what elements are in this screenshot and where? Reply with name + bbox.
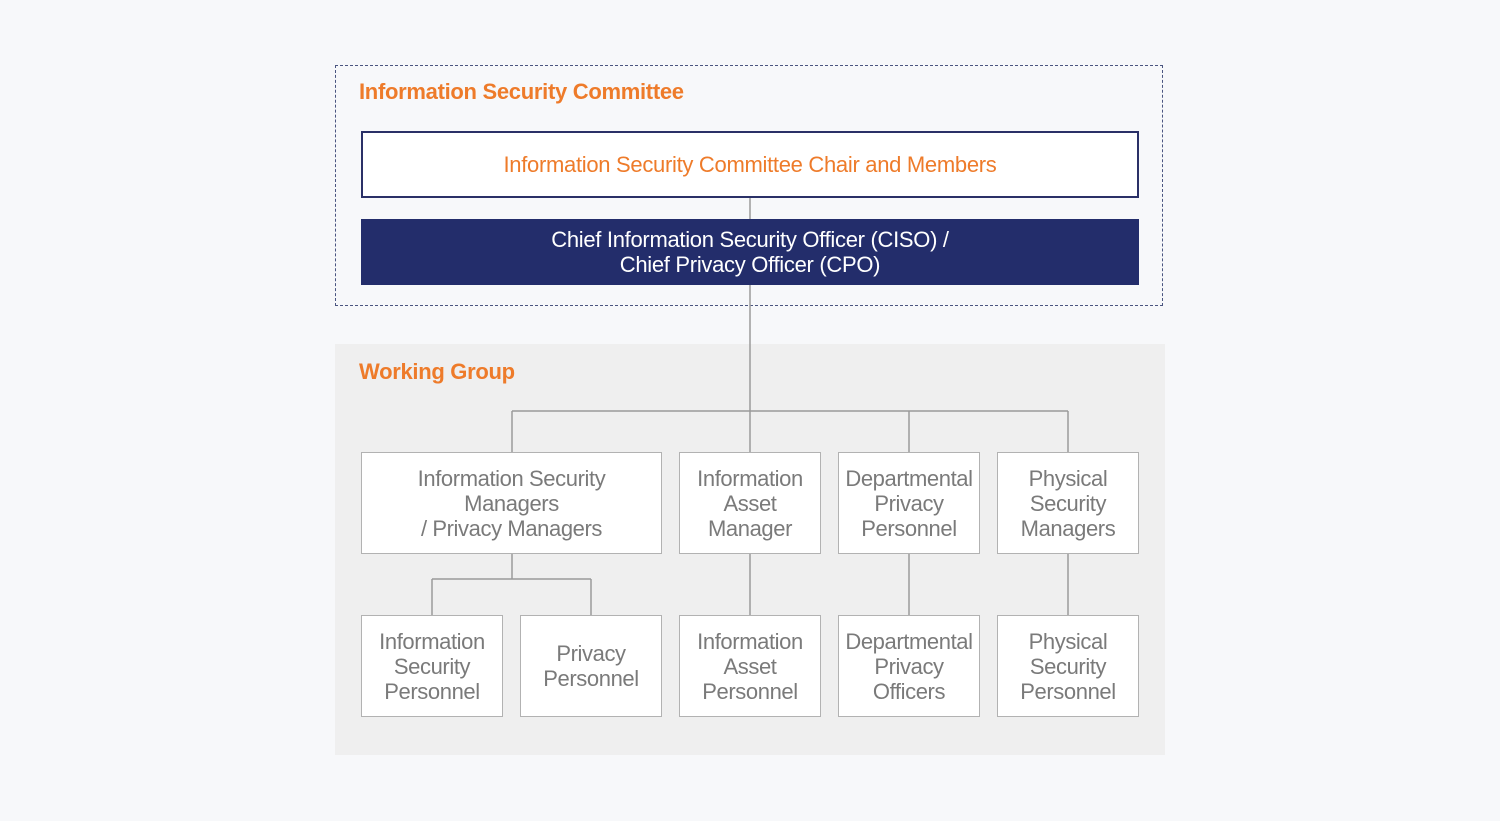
physical-security-personnel-box: Physical Security Personnel [997,615,1139,717]
privacy-personnel-box: Privacy Personnel [520,615,662,717]
departmental-privacy-personnel-box: Departmental Privacy Personnel [838,452,980,554]
infosec-privacy-managers-box: Information Security Managers / Privacy … [361,452,662,554]
asset-personnel-box: Information Asset Personnel [679,615,821,717]
departmental-privacy-officers-box: Departmental Privacy Officers [838,615,980,717]
committee-frame [335,65,1163,306]
ciso-cpo-box: Chief Information Security Officer (CISO… [361,219,1139,285]
committee-title: Information Security Committee [359,79,684,104]
working-group-title: Working Group [359,359,515,384]
physical-security-managers-box: Physical Security Managers [997,452,1139,554]
committee-chair-box: Information Security Committee Chair and… [361,131,1139,198]
infosec-personnel-box: Information Security Personnel [361,615,503,717]
asset-manager-box: Information Asset Manager [679,452,821,554]
